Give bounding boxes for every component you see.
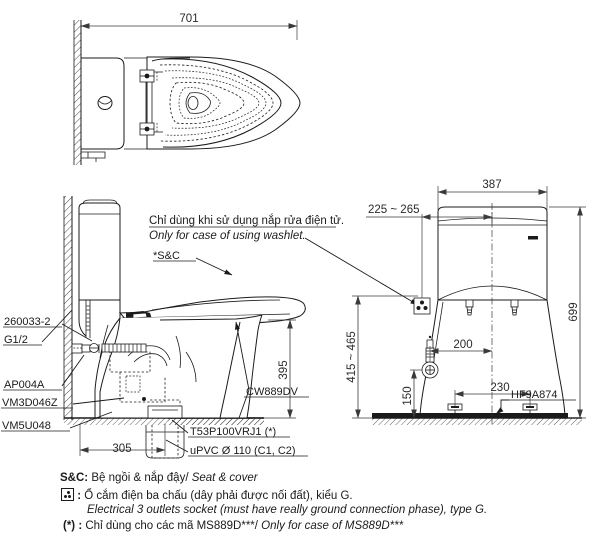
front-view-dim-415-465-label: 415 ~ 465 xyxy=(346,331,358,382)
callout-upvc: uPVC Ø 110 (C1, C2) xyxy=(190,445,296,457)
callout-t53p100vrj1: T53P100VRJ1 (*) xyxy=(190,426,276,438)
front-view-dimension-150 xyxy=(410,369,422,419)
callout-ap004a: AP004A xyxy=(4,379,45,391)
top-view-dim-701-label: 701 xyxy=(179,13,198,25)
legend-key-sc: S&C: xyxy=(60,472,89,484)
electrical-socket-marker xyxy=(413,297,431,315)
legend-sc-vi: Bệ ngồi & nắp đậy/ xyxy=(91,472,189,484)
legend-sc-en: Seat & cover xyxy=(191,472,258,484)
legend-line-asterisk: (*) : Chỉ dùng cho các mã MS889D***/ Onl… xyxy=(63,519,403,534)
legend-asterisk-vi: Chỉ dùng cho các mã MS889D***/ xyxy=(85,520,258,532)
side-view-dimension-305 xyxy=(79,424,166,456)
legend-socket-sep: : xyxy=(77,490,82,502)
callout-260033-2: 260033-2 xyxy=(4,316,51,328)
washlet-note-en: Only for case of using washlet. xyxy=(149,230,306,242)
electrical-socket-icon xyxy=(61,488,74,501)
front-view-dimension-415-465 xyxy=(352,295,418,419)
front-view-dimension-387 xyxy=(437,186,548,210)
callout-vm5u048: VM5U048 xyxy=(2,420,51,432)
front-view-group xyxy=(352,186,586,425)
front-view-dim-230-label: 230 xyxy=(490,382,509,394)
side-view-group xyxy=(1,196,419,459)
washlet-note-vi: Chỉ dùng khi sử dụng nắp rửa điện tử. xyxy=(149,214,344,227)
front-view-dim-699-label: 699 xyxy=(568,302,580,321)
tank-bolt-left xyxy=(465,299,474,316)
front-view-dimension-200 xyxy=(429,346,493,362)
legend-line-socket-vi: : Ổ cắm điện ba chấu (dây phải được nối … xyxy=(61,488,353,504)
side-view-dim-395-label: 395 xyxy=(278,360,290,379)
callout-g12: G1/2 xyxy=(4,334,28,346)
callout-hf9a874: HF9A874 xyxy=(511,389,557,401)
top-view-group xyxy=(73,20,301,165)
callout-sc: *S&C xyxy=(153,250,180,262)
front-view-dimension-225-265 xyxy=(366,212,493,298)
legend-line-seat-cover: S&C: Bệ ngồi & nắp đậy/ Seat & cover xyxy=(60,471,258,486)
callout-vm3d046z: VM3D046Z xyxy=(2,397,58,409)
legend-asterisk-en: Only for case of MS889D*** xyxy=(261,520,404,532)
side-view-dimension-395 xyxy=(252,319,296,419)
front-view-dimension-699 xyxy=(549,206,586,419)
legend-key-asterisk: (*) : xyxy=(63,520,83,532)
front-view-dimension-230 xyxy=(454,390,531,406)
front-view-dim-150-label: 150 xyxy=(402,386,414,405)
callout-cw889dv: CW889DV xyxy=(246,386,299,398)
tank-bolt-right xyxy=(510,299,519,316)
front-view-dim-200-label: 200 xyxy=(453,339,472,351)
side-view-dim-305-label: 305 xyxy=(112,443,131,455)
front-view-dim-225-265-label: 225 ~ 265 xyxy=(368,204,419,216)
legend-socket-vi: Ổ cắm điện ba chấu (dây phải được nối đấ… xyxy=(84,490,353,502)
legend-line-socket-en: Electrical 3 outlets socket (must have r… xyxy=(87,504,488,516)
front-view-dim-387-label: 387 xyxy=(482,179,501,191)
